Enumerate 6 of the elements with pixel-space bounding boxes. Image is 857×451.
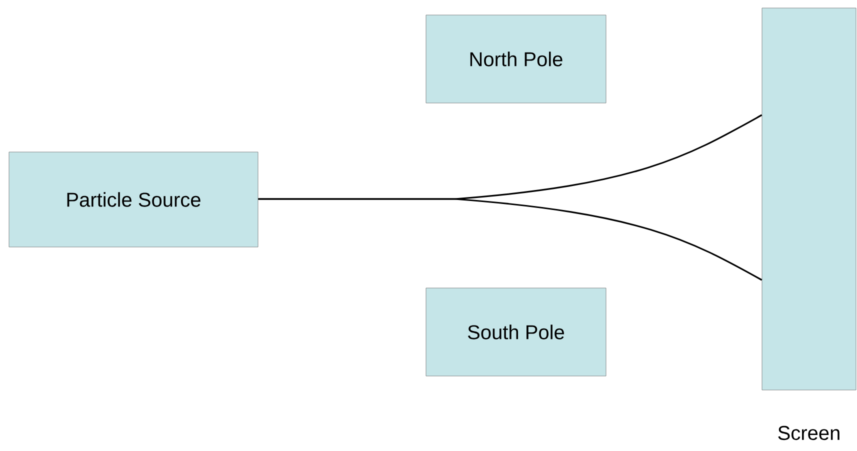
node-label: Screen: [778, 426, 840, 440]
label-box: Particle Source: [8, 152, 258, 248]
label-box: South Pole: [426, 288, 606, 376]
screen-box: Screen: [762, 8, 856, 440]
label-box: North Pole: [426, 14, 606, 104]
beam-line: [258, 198, 762, 281]
